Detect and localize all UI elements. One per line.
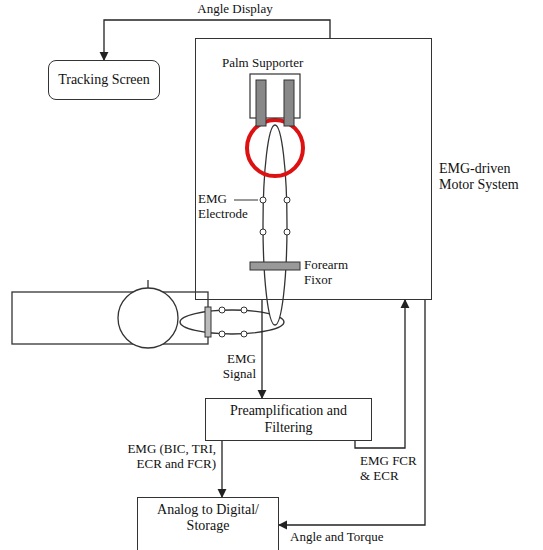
box-label: Tracking Screen — [58, 72, 150, 88]
head-circle — [118, 288, 178, 348]
signal-arrow — [261, 300, 262, 398]
electrode — [260, 197, 266, 203]
display-box: Tracking Screen — [48, 60, 160, 100]
system-label: EMG-driven Motor System — [439, 161, 537, 193]
signal-label: EMG Signal — [212, 352, 256, 382]
box-label: Preamplification and Filtering — [212, 403, 365, 435]
rotation-ring — [247, 120, 303, 176]
signal-label: EMG (BIC, TRI, ECR and FCR) — [116, 442, 216, 472]
box-label: Analog to Digital/ Storage — [144, 502, 272, 550]
signal-label: EMG FCR & ECR — [360, 454, 422, 484]
electrode — [241, 331, 247, 337]
storage-box: Analog to Digital/ Storage — [137, 497, 279, 550]
part-label: Palm Supporter — [222, 56, 322, 71]
upper-arm-fixor — [205, 307, 211, 337]
electrode — [241, 307, 247, 313]
palm-supporter-plate — [256, 80, 266, 126]
electrode — [284, 197, 290, 203]
electrode — [219, 331, 225, 337]
signal-arrow — [355, 300, 405, 448]
signal-label: Angle and Torque — [290, 530, 410, 545]
signal-label: Angle Display — [180, 2, 290, 17]
palm-supporter-plate — [284, 80, 294, 126]
part-label: Forearm Fixor — [304, 258, 364, 288]
process-box: Preamplification and Filtering — [205, 398, 372, 441]
electrode — [284, 229, 290, 235]
signal-arrow — [221, 441, 222, 497]
nose-tick — [147, 280, 148, 288]
electrode — [260, 229, 266, 235]
forearm-fixor — [250, 262, 300, 270]
leader-line — [234, 200, 258, 201]
part-label: EMG Electrode — [198, 192, 254, 222]
electrode — [219, 307, 225, 313]
upper-arm — [180, 310, 284, 334]
signal-arrow — [104, 20, 330, 60]
forearm — [263, 125, 287, 325]
